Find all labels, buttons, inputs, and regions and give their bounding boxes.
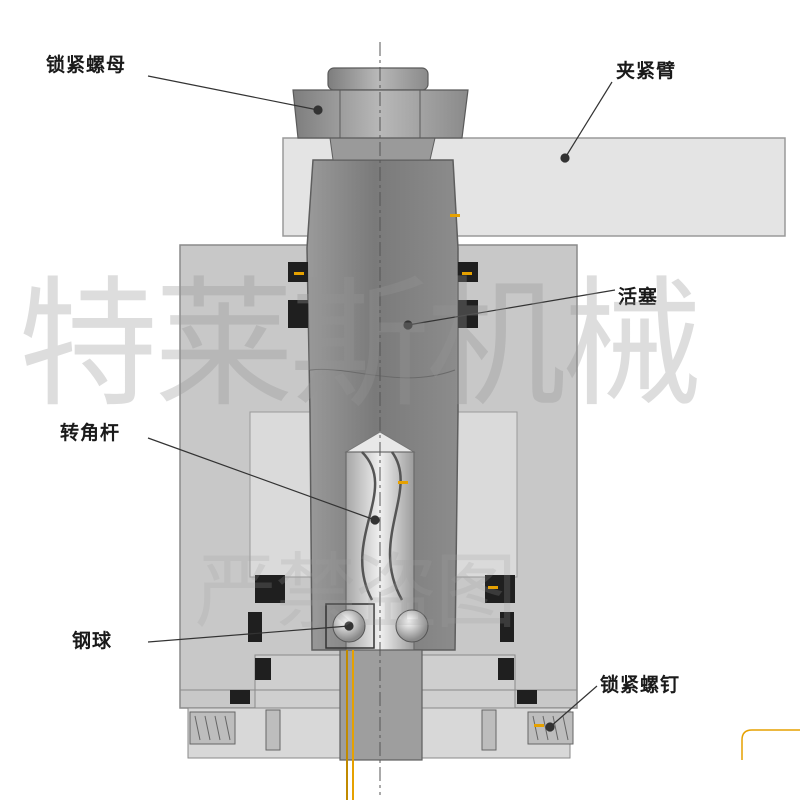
label-lock-nut: 锁紧螺母 xyxy=(46,54,127,76)
label-steel-ball: 钢球 xyxy=(72,630,113,652)
leader-lines xyxy=(147,75,616,732)
label-clamp-arm: 夹紧臂 xyxy=(616,60,677,82)
label-lock-screw: 锁紧螺钉 xyxy=(600,674,681,696)
label-piston: 活塞 xyxy=(618,286,659,308)
label-rotation-rod: 转角杆 xyxy=(60,422,121,444)
lock-nut xyxy=(292,67,469,139)
piston xyxy=(306,137,459,651)
corner-bracket xyxy=(741,729,800,760)
accent-marks xyxy=(294,214,544,800)
